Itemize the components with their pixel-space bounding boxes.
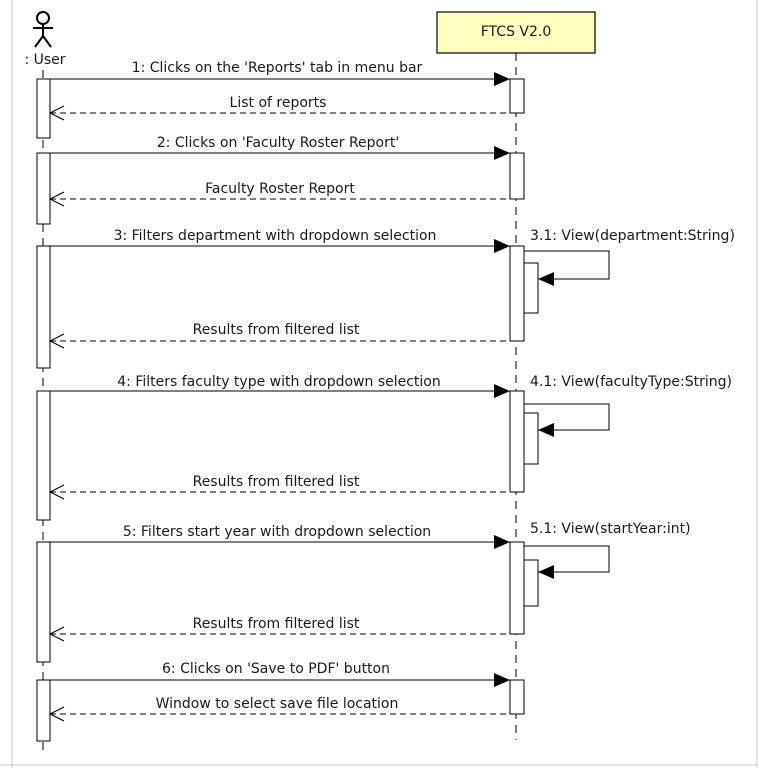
system-nested-activation-bar: [523, 262, 539, 314]
open-arrowhead-icon: [48, 333, 65, 349]
filled-arrowhead-icon: [538, 565, 554, 579]
self-call-line: [524, 250, 610, 280]
open-arrowhead-icon: [48, 626, 65, 642]
open-arrowhead-icon: [48, 105, 65, 121]
message-label: 4: Filters faculty type with dropdown se…: [117, 374, 441, 390]
message-3[interactable]: 3: Filters department with dropdown sele…: [50, 228, 510, 253]
system-activation-bar: [509, 679, 525, 715]
open-arrowhead-icon: [48, 706, 65, 722]
message-label: 2: Clicks on 'Faculty Roster Report': [157, 135, 399, 151]
system-activation-bar: [509, 390, 525, 493]
return-2[interactable]: Faculty Roster Report: [48, 181, 510, 207]
self-call-line: [524, 403, 610, 431]
user-activation-bar: [36, 152, 51, 225]
system-nested-activation-bar: [523, 559, 539, 607]
message-label: 5: Filters start year with dropdown sele…: [123, 524, 431, 540]
return-label: Results from filtered list: [193, 474, 360, 490]
filled-arrowhead-icon: [494, 146, 510, 160]
open-arrowhead-icon: [48, 191, 65, 207]
actor-stick-figure-icon: [33, 11, 53, 48]
return-label: Results from filtered list: [193, 322, 360, 338]
user-activation-bar: [36, 245, 51, 369]
self-message-4-1[interactable]: 4.1: View(facultyType:String): [524, 374, 732, 437]
message-label: 1: Clicks on the 'Reports' tab in menu b…: [132, 60, 423, 76]
message-label: 6: Clicks on 'Save to PDF' button: [162, 661, 390, 677]
message-2[interactable]: 2: Clicks on 'Faculty Roster Report': [50, 135, 510, 160]
return-label: Window to select save file location: [156, 696, 399, 712]
user-activation-bar: [36, 78, 51, 139]
message-6[interactable]: 6: Clicks on 'Save to PDF' button: [50, 661, 510, 687]
message-4[interactable]: 4: Filters faculty type with dropdown se…: [50, 374, 510, 398]
user-activation-bar: [36, 541, 51, 663]
return-4[interactable]: Results from filtered list: [48, 474, 510, 500]
message-1[interactable]: 1: Clicks on the 'Reports' tab in menu b…: [50, 60, 510, 86]
actor-name: : User: [24, 52, 65, 68]
filled-arrowhead-icon: [494, 535, 510, 549]
actor-user[interactable]: : User: [24, 11, 66, 68]
participant-box: [436, 11, 596, 54]
system-activation-bar: [509, 78, 525, 114]
return-1[interactable]: List of reports: [48, 95, 510, 121]
message-label: 3: Filters department with dropdown sele…: [114, 228, 437, 244]
system-activation-bar: [509, 245, 525, 342]
self-call-line: [524, 545, 610, 573]
system-activation-bar: [509, 541, 525, 635]
return-label: Results from filtered list: [193, 616, 360, 632]
system-activation-bar: [509, 152, 525, 200]
return-6[interactable]: Window to select save file location: [48, 696, 510, 722]
return-label: Faculty Roster Report: [205, 181, 355, 197]
self-message-label: 4.1: View(facultyType:String): [530, 374, 732, 390]
filled-arrowhead-icon: [494, 239, 510, 253]
return-5[interactable]: Results from filtered list: [48, 616, 510, 642]
user-activation-bar: [36, 390, 51, 521]
filled-arrowhead-icon: [494, 384, 510, 398]
message-5[interactable]: 5: Filters start year with dropdown sele…: [50, 524, 510, 549]
participant-ftcs[interactable]: FTCS V2.0: [436, 11, 596, 54]
self-message-label: 5.1: View(startYear:int): [530, 521, 691, 537]
system-nested-activation-bar: [523, 412, 539, 465]
filled-arrowhead-icon: [538, 423, 554, 437]
return-label: List of reports: [230, 95, 327, 111]
filled-arrowhead-icon: [494, 72, 510, 86]
user-activation-bar: [36, 679, 51, 742]
participant-name: FTCS V2.0: [481, 24, 552, 40]
filled-arrowhead-icon: [538, 272, 554, 286]
filled-arrowhead-icon: [494, 673, 510, 687]
self-message-label: 3.1: View(department:String): [530, 228, 735, 244]
self-message-3-1[interactable]: 3.1: View(department:String): [524, 228, 735, 286]
self-message-5-1[interactable]: 5.1: View(startYear:int): [524, 521, 691, 579]
return-3[interactable]: Results from filtered list: [48, 322, 510, 349]
open-arrowhead-icon: [48, 484, 65, 500]
